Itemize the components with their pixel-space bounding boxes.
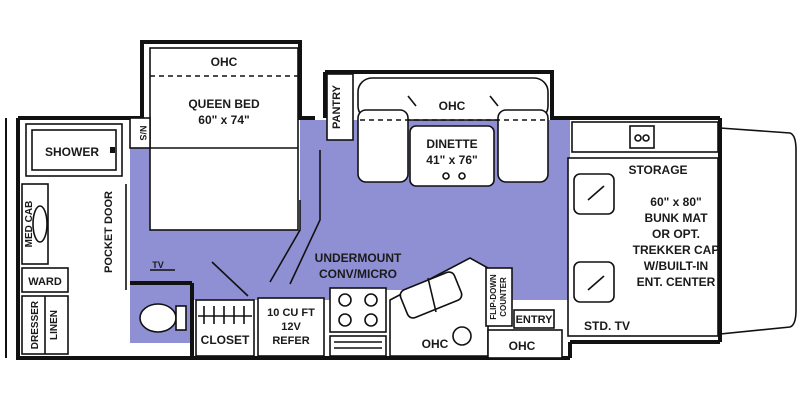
bunk-line2: BUNK MAT bbox=[644, 211, 708, 225]
storage-knob-1 bbox=[634, 134, 642, 142]
bunk-line1: 60" x 80" bbox=[650, 195, 701, 209]
storage-counter bbox=[571, 121, 719, 153]
dinette-size: 41" x 76" bbox=[426, 153, 477, 167]
bed-ohc-label: OHC bbox=[211, 55, 238, 69]
burner-4 bbox=[364, 313, 378, 327]
galley-sink bbox=[399, 271, 463, 319]
dinette-ohc-label: OHC bbox=[439, 99, 466, 113]
dinette-right-seat bbox=[497, 109, 549, 183]
dinette-label: DINETTE bbox=[426, 137, 477, 151]
shower-drain bbox=[110, 147, 115, 153]
bunk-line3: OR OPT. bbox=[652, 227, 700, 241]
sink-cabinet bbox=[21, 183, 49, 265]
queen-bed-size: 60" x 74" bbox=[198, 113, 249, 127]
std-tv-label: STD. TV bbox=[584, 319, 630, 333]
storage-appliance bbox=[629, 125, 655, 149]
flip-line1: FLIP-DOWN bbox=[489, 274, 498, 320]
queen-bed-label: QUEEN BED bbox=[188, 97, 260, 111]
dinette-strap-1 bbox=[407, 95, 417, 107]
burner-3 bbox=[338, 313, 352, 327]
dinette-dot-2 bbox=[458, 172, 466, 180]
passenger-seat-line bbox=[587, 185, 605, 201]
closet-door-swing bbox=[211, 261, 249, 297]
burner-1 bbox=[338, 293, 352, 307]
pantry-label: PANTRY bbox=[331, 84, 343, 129]
burner-2 bbox=[364, 293, 378, 307]
refer-line2: 12V bbox=[281, 321, 301, 333]
dinette-strap-2 bbox=[489, 95, 499, 107]
driver-seat-line bbox=[587, 275, 605, 291]
dinette-dot-1 bbox=[442, 172, 450, 180]
entry-ohc-label: OHC bbox=[509, 339, 536, 353]
storage-label: STORAGE bbox=[628, 163, 687, 177]
toilet-tank bbox=[175, 305, 187, 331]
outer-wall bbox=[16, 40, 720, 360]
toilet bbox=[139, 303, 177, 333]
med-cab-label: MED CAB bbox=[24, 201, 35, 248]
flip-line2: COUNTER bbox=[499, 277, 508, 317]
linen-label: LINEN bbox=[49, 310, 60, 340]
nightstand bbox=[129, 117, 151, 149]
hall-wall bbox=[269, 200, 301, 283]
shower-label: SHOWER bbox=[45, 145, 99, 159]
oven-front bbox=[329, 335, 387, 357]
pantry bbox=[326, 73, 354, 141]
shower bbox=[25, 123, 123, 177]
dinette-left-seat bbox=[357, 109, 409, 183]
galley-ohc-label: OHC bbox=[422, 337, 449, 351]
closet-label: CLOSET bbox=[201, 333, 250, 347]
pocket-door-label: POCKET DOOR bbox=[103, 191, 115, 273]
bath-tv-label: TV bbox=[152, 260, 164, 270]
cab-outline bbox=[719, 127, 797, 335]
refer-line3: REFER bbox=[272, 335, 309, 347]
ward-label: WARD bbox=[28, 276, 62, 288]
refrigerator bbox=[257, 297, 325, 357]
sink-divider bbox=[427, 277, 437, 313]
bunk-line5: W/BUILT-IN bbox=[644, 259, 708, 273]
entry-step bbox=[513, 309, 555, 329]
dresser-label: DRESSER bbox=[30, 300, 41, 349]
bath-sink bbox=[32, 205, 48, 243]
shower-inner bbox=[31, 129, 117, 171]
entry-label: ENTRY bbox=[516, 314, 554, 326]
wardrobe bbox=[21, 267, 69, 293]
flip-down-counter bbox=[485, 267, 513, 327]
entry-ohc-box bbox=[487, 329, 563, 359]
driver-seat bbox=[573, 261, 615, 303]
queen-bed bbox=[149, 47, 299, 231]
hall-wall-2 bbox=[289, 150, 321, 285]
undermount-line1: UNDERMOUNT bbox=[315, 251, 402, 265]
galley-stool bbox=[452, 326, 472, 346]
refer-line1: 10 CU FT bbox=[267, 307, 315, 319]
bunk-line4: TREKKER CAP bbox=[633, 243, 720, 257]
bunk-line6: ENT. CENTER bbox=[637, 275, 716, 289]
dinette-table bbox=[409, 125, 495, 187]
stove bbox=[329, 287, 387, 333]
nightstand-label: N/S bbox=[138, 125, 148, 140]
storage-knob-2 bbox=[642, 134, 650, 142]
undermount-line2: CONV/MICRO bbox=[319, 267, 397, 281]
